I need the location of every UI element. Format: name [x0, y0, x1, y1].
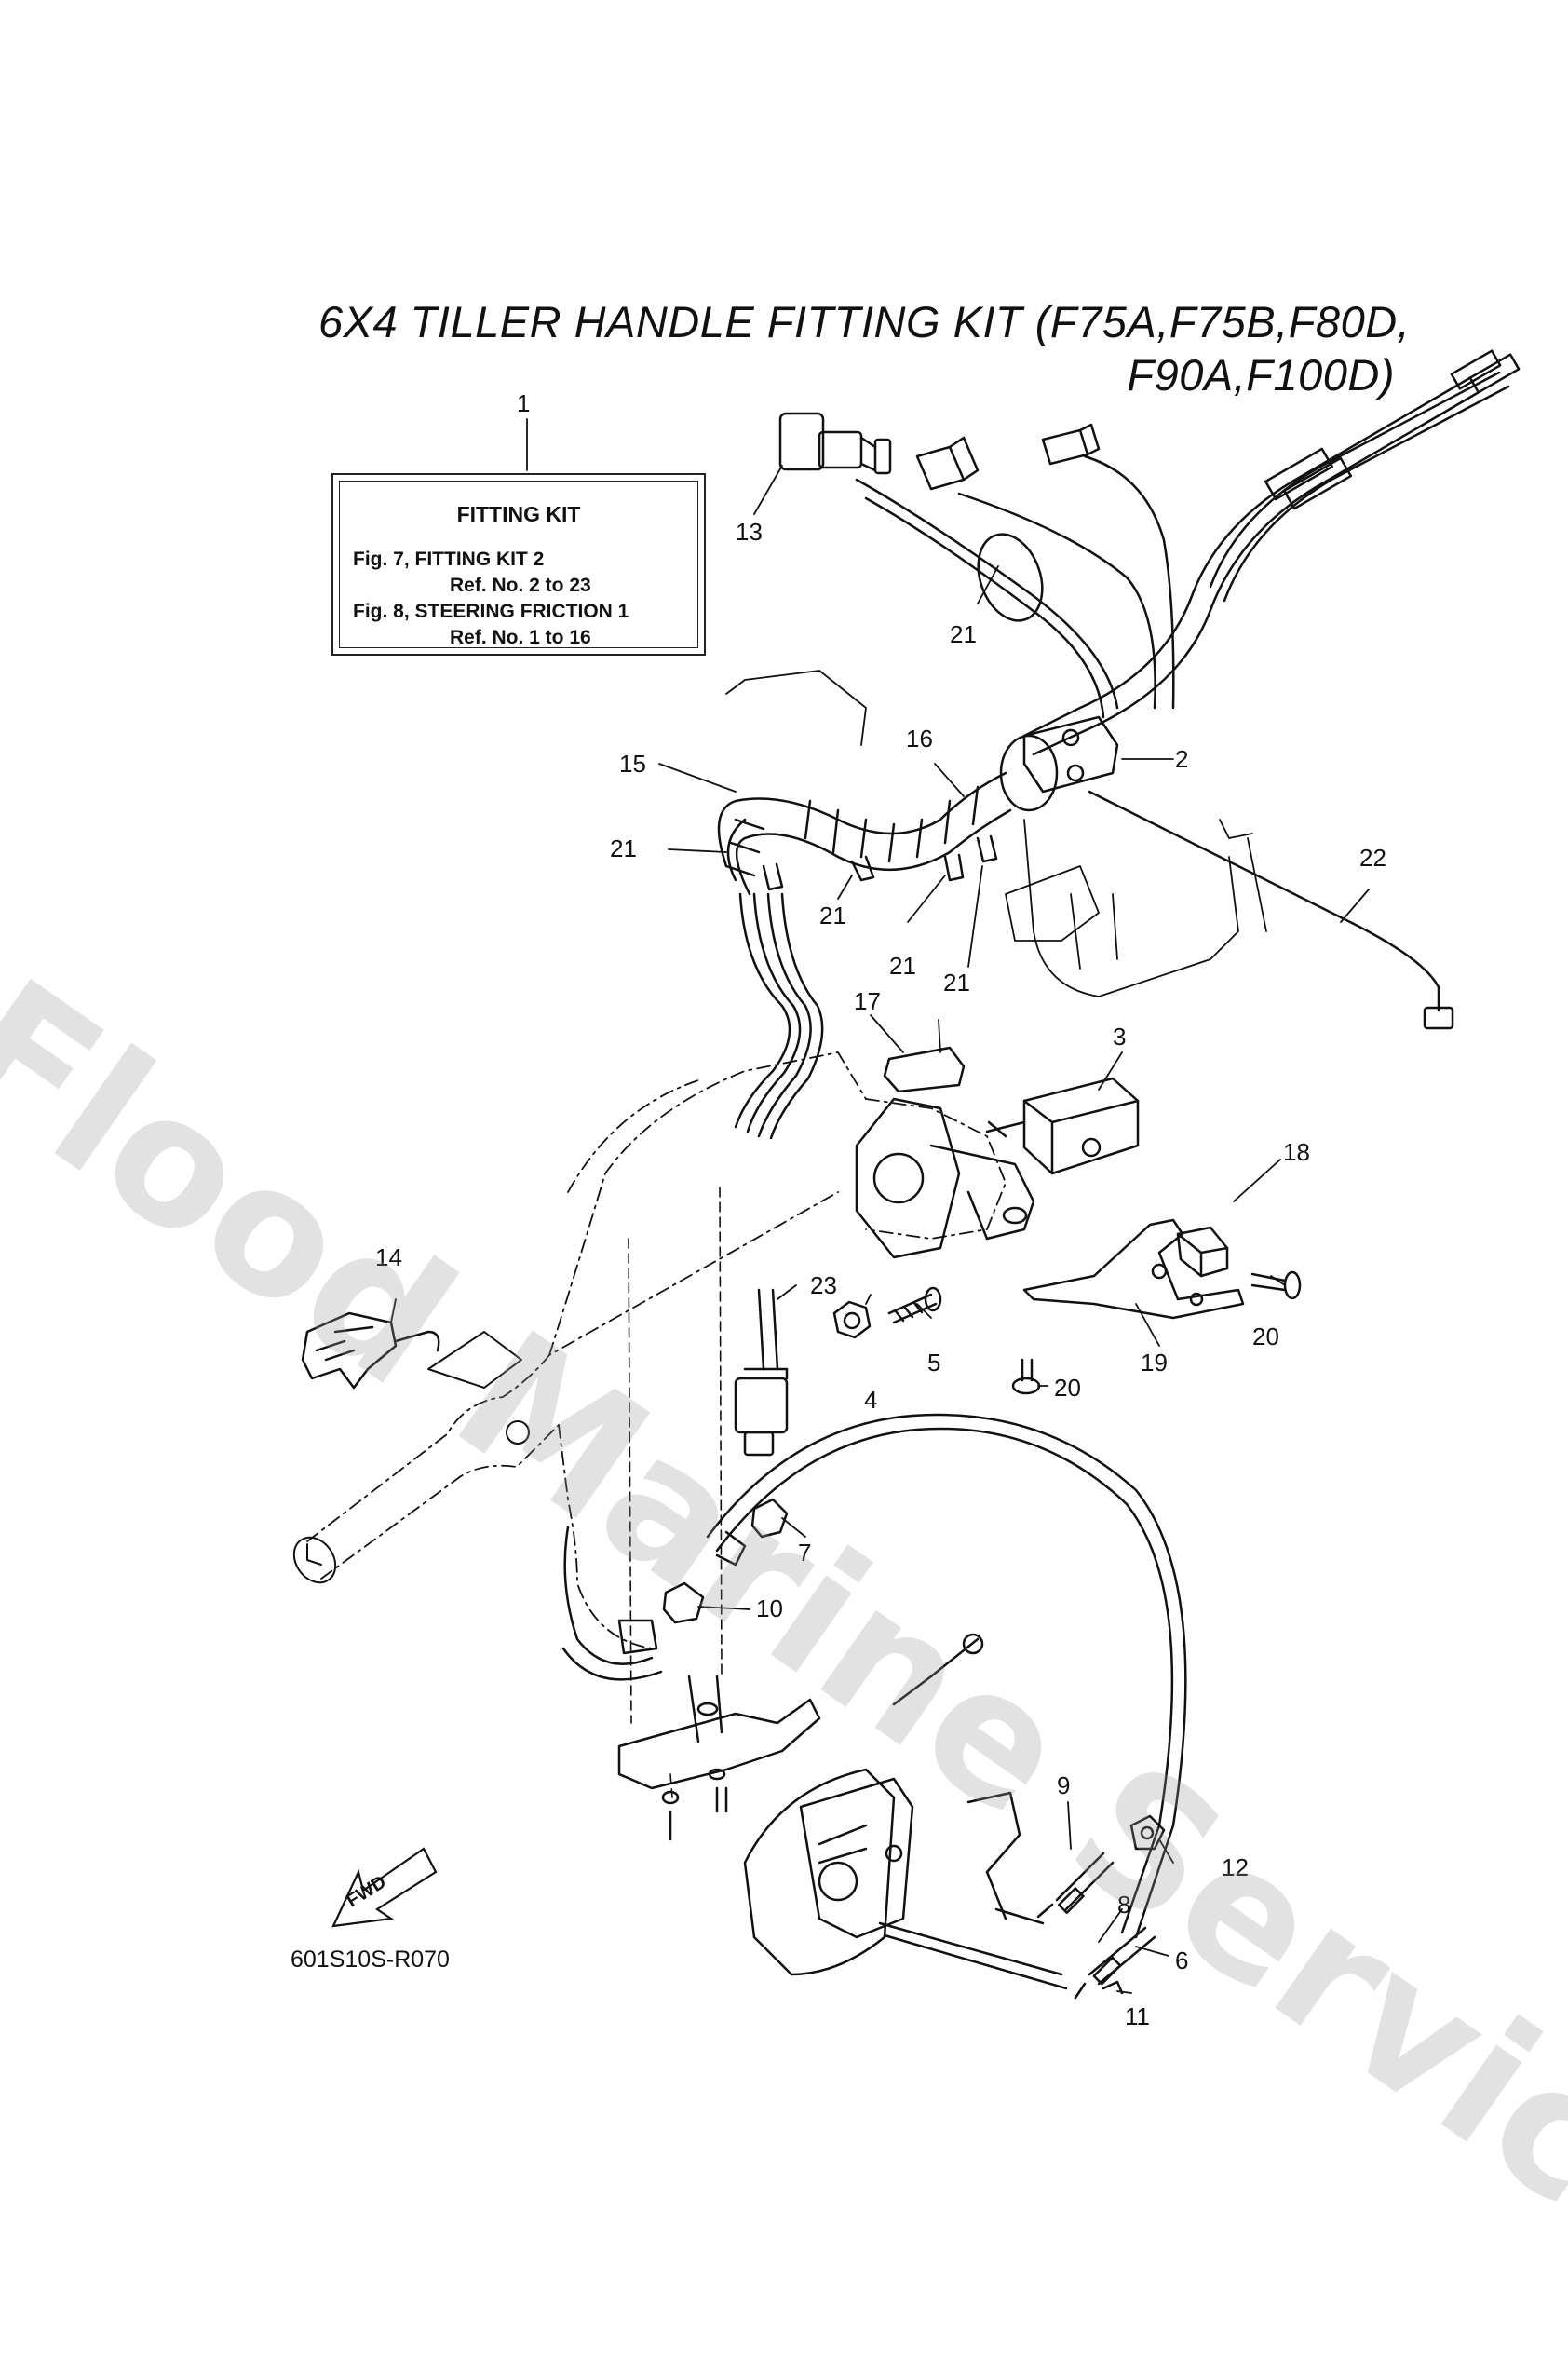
part-label-20a: 20 — [1252, 1323, 1279, 1350]
part-label-18: 18 — [1283, 1138, 1310, 1166]
fitting-kit-line: Fig. 7, FITTING KIT 2 — [353, 549, 545, 570]
corrugated-tube — [717, 771, 1012, 896]
clamp-10 — [617, 1581, 705, 1655]
fwd-arrow-icon — [331, 1847, 438, 1928]
part-label-22: 22 — [1359, 844, 1386, 872]
parts-diagram — [292, 349, 1521, 2000]
fitting-kit-box: FITTING KIT Fig. 7, FITTING KIT 2 Ref. N… — [331, 473, 706, 656]
alignment-lines — [628, 1187, 723, 1798]
bracket-body — [855, 1097, 1035, 1259]
leader-lines — [390, 418, 1370, 1994]
part-label-3: 3 — [1113, 1023, 1127, 1051]
part-label-21a: 21 — [950, 620, 977, 648]
fitting-kit-line: Ref. No. 2 to 23 — [450, 575, 591, 596]
part-label-14: 14 — [375, 1243, 402, 1271]
part-label-21d: 21 — [889, 952, 916, 980]
small-couplers — [915, 423, 1101, 491]
fitting-kit-line: Ref. No. 1 to 16 — [450, 627, 591, 648]
part-label-1: 1 — [517, 389, 531, 417]
switch-box-3 — [985, 1077, 1140, 1175]
part-label-21c: 21 — [819, 902, 846, 929]
decal-17 — [883, 1046, 966, 1093]
part-label-21b: 21 — [610, 834, 637, 862]
switch-18 — [1176, 1226, 1229, 1278]
upper-harness — [855, 454, 1175, 719]
control-cables — [1022, 349, 1521, 756]
part-label-21e: 21 — [943, 969, 970, 997]
part-label-23: 23 — [810, 1271, 837, 1299]
part-label-8: 8 — [1117, 1891, 1131, 1919]
part-label-12: 12 — [1222, 1853, 1249, 1881]
wires-bundle — [734, 892, 824, 1140]
part-label-19: 19 — [1141, 1349, 1168, 1377]
part-label-9: 9 — [1057, 1771, 1071, 1799]
diagram-code: 601S10S-R070 — [291, 1947, 450, 1973]
part-label-11: 11 — [1125, 2002, 1150, 2030]
coupler-13 — [778, 412, 892, 475]
lower-bracket — [617, 1675, 821, 1841]
cable-end-9 — [1036, 1852, 1115, 1919]
part-label-16: 16 — [906, 725, 933, 753]
fitting-kit-heading: FITTING KIT — [456, 502, 581, 526]
throttle-cable-loop — [561, 1413, 1187, 1939]
bracket-19 — [1022, 1218, 1245, 1320]
coupler-23 — [734, 1288, 789, 1457]
part-label-17: 17 — [854, 987, 881, 1015]
part-label-10: 10 — [756, 1594, 783, 1622]
grommet-2 — [999, 715, 1119, 812]
clamps-21 — [762, 834, 998, 891]
fitting-kit-inner-border: FITTING KIT Fig. 7, FITTING KIT 2 Ref. N… — [339, 481, 698, 648]
part-label-2: 2 — [1175, 745, 1189, 773]
nut-4 — [832, 1300, 872, 1339]
tiller-handle — [306, 1051, 1007, 1649]
cable-end-6 — [1074, 1926, 1156, 2000]
part-label-7: 7 — [798, 1539, 812, 1567]
part-label-15: 15 — [619, 750, 646, 778]
clip-11 — [1102, 1980, 1124, 1995]
part-label-6: 6 — [1175, 1947, 1189, 1974]
diagram-title-line2: F90A,F100D) — [1127, 350, 1395, 400]
part-label-5: 5 — [927, 1349, 941, 1377]
switch-14 — [301, 1311, 440, 1390]
clip-7 — [715, 1498, 789, 1567]
part-label-20b: 20 — [1054, 1374, 1081, 1402]
fitting-kit-line: Fig. 8, STEERING FRICTION 1 — [353, 601, 629, 622]
shift-mechanism — [743, 1768, 1045, 1976]
bolt-5 — [887, 1286, 942, 1324]
engine-outline — [725, 670, 1267, 997]
part-label-4: 4 — [864, 1386, 878, 1414]
part-label-13: 13 — [736, 518, 763, 546]
shift-rod — [878, 1633, 1068, 1990]
diagram-title-line1: 6X4 TILLER HANDLE FITTING KIT (F75A,F75B… — [318, 297, 1411, 346]
tiller-grip — [292, 1331, 530, 1584]
cable-22 — [1088, 790, 1454, 1030]
